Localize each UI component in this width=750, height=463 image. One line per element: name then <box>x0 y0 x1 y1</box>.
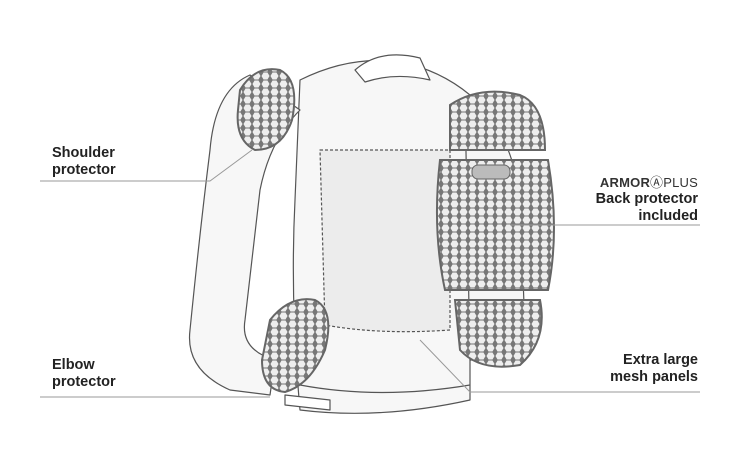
mesh-panels-label: Extra large mesh panels <box>610 352 698 386</box>
shoulder-protector <box>236 68 296 152</box>
back-protector <box>435 90 555 368</box>
label-line: Shoulder <box>52 145 115 161</box>
label-line: protector <box>52 162 116 178</box>
mesh-panel <box>319 149 451 333</box>
armor-plus-badge <box>471 164 511 180</box>
brand-light: PLUS <box>663 175 698 190</box>
mesh-callout-line <box>419 339 700 393</box>
jacket-sleeve <box>188 74 301 396</box>
brand-bold: ARMOR <box>599 175 651 190</box>
armor-logo-icon: Ⓐ <box>650 175 664 190</box>
label-line: Elbow <box>52 357 95 373</box>
shoulder-protector-label: Shoulder protector <box>52 145 116 179</box>
elbow-protector-label: Elbow protector <box>52 357 116 391</box>
armor-plus-logo: ARMORⒶPLUS <box>596 174 698 191</box>
label-line: protector <box>52 374 116 390</box>
label-line: mesh panels <box>610 369 698 385</box>
shoulder-callout-line <box>40 149 253 182</box>
back-protector-label: ARMORⒶPLUS Back protector included <box>596 174 698 225</box>
label-line: included <box>638 208 698 224</box>
label-line: Extra large <box>623 352 698 368</box>
label-line: Back protector <box>595 191 698 207</box>
elbow-protector <box>260 298 330 394</box>
